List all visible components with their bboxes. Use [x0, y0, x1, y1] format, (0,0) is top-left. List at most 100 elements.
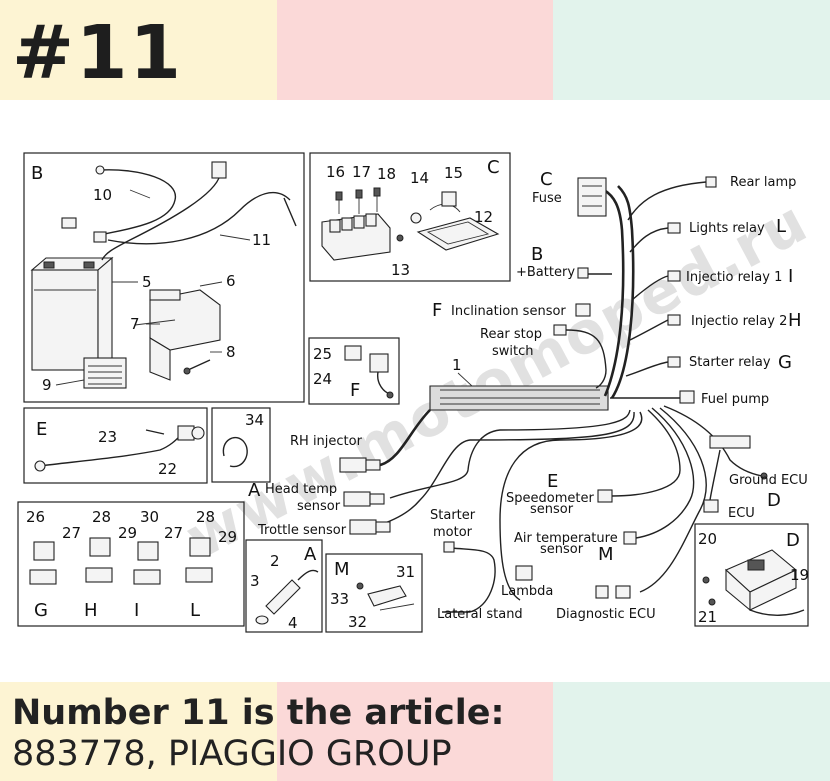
part-28b: 28	[196, 508, 215, 526]
label-speedometer-2: sensor	[530, 502, 574, 517]
part-29: 29	[118, 524, 137, 542]
part-8: 8	[226, 343, 236, 361]
group-letter-d-box: D	[786, 530, 800, 551]
part-17: 17	[352, 163, 371, 181]
group-letter-a: A	[304, 544, 317, 565]
group-letter-l: L	[190, 600, 200, 621]
band-pink	[276, 682, 554, 781]
label-letter-i: I	[788, 266, 793, 287]
group-c-fuse-box: C 16 17 18 14 15 12 13	[309, 152, 511, 282]
label-rear-lamp: Rear lamp	[730, 175, 796, 190]
label-trottle-sensor: Trottle sensor	[257, 523, 347, 538]
label-letter-e: E	[547, 471, 558, 492]
watermark-text: www.motomoped.ru	[175, 187, 819, 573]
part-13: 13	[391, 261, 410, 279]
label-lambda: Lambda	[501, 584, 553, 599]
group-a-sensor: A 2 3 4	[245, 539, 323, 633]
page-number: #11	[12, 10, 183, 96]
label-letter-f: F	[432, 300, 442, 321]
part-11: 11	[252, 231, 271, 249]
part-23: 23	[98, 428, 117, 446]
part-16: 16	[326, 163, 345, 181]
main-harness: 1	[339, 176, 768, 613]
label-ecu: ECU	[728, 506, 755, 521]
label-letter-a: A	[248, 480, 261, 501]
label-head-temp-2: sensor	[297, 499, 341, 514]
part-28: 28	[92, 508, 111, 526]
top-color-band	[0, 0, 830, 100]
part-2: 2	[270, 552, 280, 570]
article-caption-number: 883778, PIAGGIO GROUP	[12, 734, 452, 774]
group-letter-g: G	[34, 600, 48, 621]
label-inclination-sensor: Inclination sensor	[451, 304, 566, 319]
label-rear-stop-1: Rear stop	[480, 327, 542, 342]
label-starter-motor-1: Starter	[430, 508, 476, 523]
group-relays: 26 27 28 29 30 27 28 29 G H I L	[17, 501, 245, 627]
label-lights-relay: Lights relay	[689, 221, 765, 236]
label-starter-motor-2: motor	[433, 525, 473, 540]
label-fuse: Fuse	[532, 191, 562, 206]
band-mint	[553, 0, 830, 100]
callout-labels: Rear lamp C Fuse Lights relay L B +Batte…	[248, 169, 808, 622]
part-24: 24	[313, 370, 332, 388]
part-21: 21	[698, 608, 717, 626]
part-12: 12	[474, 208, 493, 226]
label-lateral-stand: Lateral stand	[437, 607, 523, 622]
group-letter-e: E	[36, 419, 47, 440]
group-letter-f: F	[350, 380, 360, 401]
band-yellow	[0, 682, 277, 781]
band-pink	[276, 0, 554, 100]
label-rear-stop-2: switch	[492, 344, 534, 359]
label-diagnostic-ecu: Diagnostic ECU	[556, 607, 656, 622]
label-battery: +Battery	[516, 265, 575, 280]
bottom-color-band	[0, 682, 830, 781]
part-29b: 29	[218, 528, 237, 546]
part-26: 26	[26, 508, 45, 526]
part-27b: 27	[164, 524, 183, 542]
group-letter-h: H	[84, 600, 98, 621]
part-15: 15	[444, 164, 463, 182]
label-letter-c: C	[540, 169, 553, 190]
group-letter-m: M	[334, 559, 350, 580]
part-25: 25	[313, 345, 332, 363]
wiring-diagram: www.motomoped.ru B	[17, 152, 819, 633]
part-19: 19	[790, 566, 809, 584]
part-5: 5	[142, 273, 152, 291]
label-injection-relay-1: Injectio relay 1	[686, 270, 782, 285]
group-letter-c: C	[487, 157, 500, 178]
part-3: 3	[250, 572, 260, 590]
part-33: 33	[330, 590, 349, 608]
group-e-sensor: E 23 22	[23, 407, 208, 484]
part-7: 7	[130, 315, 140, 333]
part-20: 20	[698, 530, 717, 548]
band-yellow	[0, 0, 277, 100]
band-mint	[553, 682, 830, 781]
part-14: 14	[410, 169, 429, 187]
watermark: www.motomoped.ru	[175, 187, 819, 573]
part-30: 30	[140, 508, 159, 526]
label-starter-relay: Starter relay	[689, 355, 771, 370]
article-caption-title: Number 11 is the article:	[12, 693, 505, 733]
label-letter-d: D	[767, 490, 781, 511]
label-head-temp-1: Head temp	[265, 482, 337, 497]
label-letter-l: L	[776, 216, 786, 237]
part-22: 22	[158, 460, 177, 478]
part-4: 4	[288, 614, 298, 632]
part-1: 1	[452, 356, 462, 374]
group-letter-b: B	[31, 163, 43, 184]
part-27: 27	[62, 524, 81, 542]
label-air-temp-1: Air temperature	[514, 531, 618, 546]
label-fuel-pump: Fuel pump	[701, 392, 769, 407]
group-m-switch: M 31 33 32	[325, 553, 423, 633]
label-speedometer-1: Speedometer	[506, 491, 594, 506]
group-letter-i: I	[134, 600, 139, 621]
label-letter-h: H	[788, 310, 802, 331]
label-letter-g: G	[778, 352, 792, 373]
label-letter-b: B	[531, 244, 543, 265]
group-d-ecu: D 20 19 21	[694, 523, 809, 627]
group-f-inclination: 25 24 F	[308, 337, 400, 405]
part-34: 34	[245, 411, 264, 429]
part-18: 18	[377, 165, 396, 183]
part-6: 6	[226, 272, 236, 290]
part-31: 31	[396, 563, 415, 581]
